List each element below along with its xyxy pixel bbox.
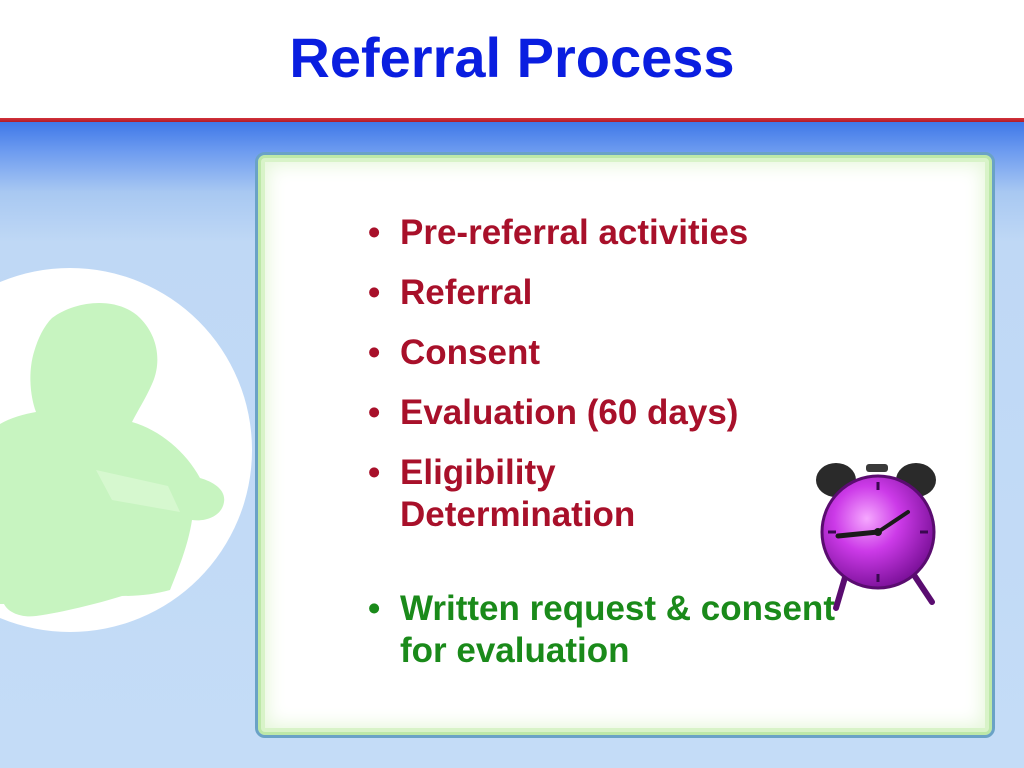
bullet-marker: •	[368, 393, 381, 432]
clock-leg-left	[833, 571, 849, 611]
bullet-text: Consent	[400, 333, 540, 372]
clock-center	[874, 528, 882, 536]
clock-minute-hand	[876, 510, 910, 534]
reader-silhouette	[0, 302, 225, 617]
bullet-item: • Eligibility Determination	[362, 452, 730, 536]
bullet-marker: •	[368, 453, 381, 492]
bullet-text: Evaluation (60 days)	[400, 393, 739, 432]
bullet-text: Referral	[400, 273, 533, 312]
bullet-item: • Referral	[362, 272, 882, 314]
clock-ticks	[828, 482, 928, 582]
alarm-clock-icon	[816, 463, 936, 611]
bullet-text: Eligibility Determination	[400, 453, 636, 534]
bullet-marker: •	[368, 589, 381, 628]
clock-handle	[866, 464, 888, 472]
note-text: Written request & consent for evaluation	[400, 589, 835, 670]
bullet-marker: •	[368, 213, 381, 252]
bullet-list: • Pre-referral activities • Referral • C…	[362, 212, 882, 690]
slide-title: Referral Process	[289, 26, 735, 89]
clock-leg-right	[909, 569, 935, 605]
bullet-marker: •	[368, 273, 381, 312]
bullet-text: Pre-referral activities	[400, 213, 749, 252]
note-item: • Written request & consent for evaluati…	[362, 588, 870, 672]
header-divider	[0, 118, 1024, 122]
bullet-item: • Evaluation (60 days)	[362, 392, 882, 434]
bullet-item: • Consent	[362, 332, 882, 374]
clock-hour-hand	[835, 529, 881, 539]
content-card	[255, 152, 995, 738]
bullet-marker: •	[368, 333, 381, 372]
book-shape	[96, 470, 180, 512]
bullet-item: • Pre-referral activities	[362, 212, 882, 254]
slide-header: Referral Process	[0, 0, 1024, 118]
